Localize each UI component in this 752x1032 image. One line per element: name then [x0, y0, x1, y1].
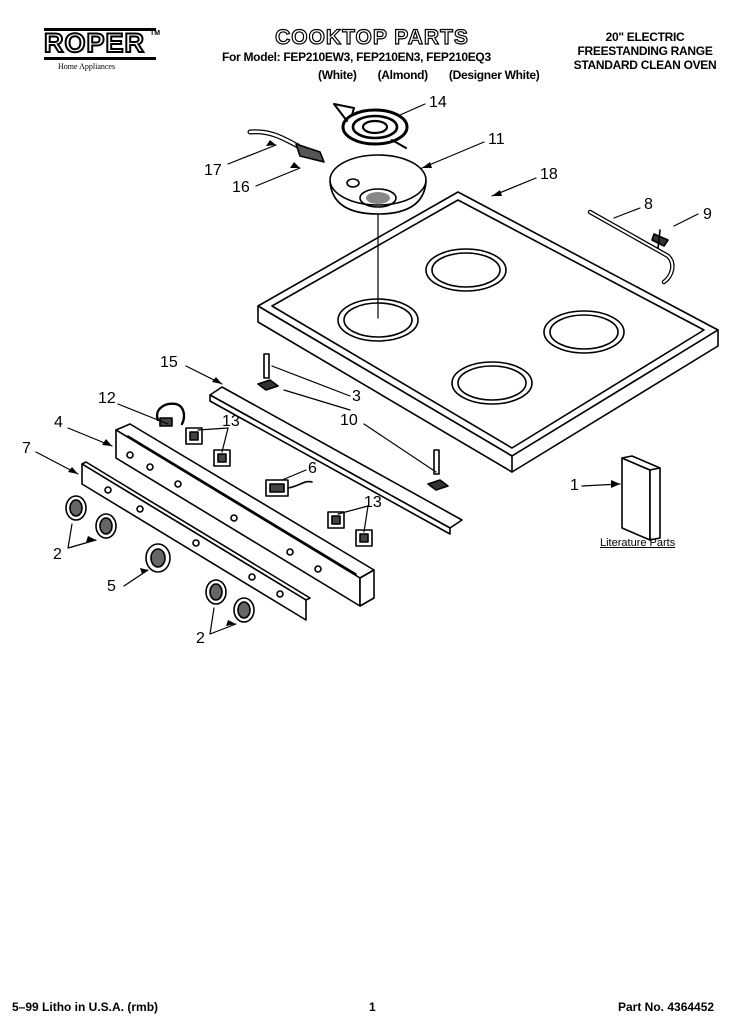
- callout-9: 9: [703, 206, 712, 223]
- logo-tagline: Home Appliances: [58, 62, 116, 71]
- literature-booklet: [621, 455, 661, 541]
- indicator-light: [155, 402, 186, 427]
- color-designer-white: (Designer White): [448, 68, 540, 82]
- callout-5: 5: [107, 578, 116, 595]
- panel-trim: [209, 386, 463, 535]
- model-colors: (White) (Almond) (Designer White): [318, 68, 557, 82]
- control-knob: [205, 579, 227, 605]
- callout-16: 16: [232, 179, 250, 196]
- callout-4: 4: [54, 414, 63, 431]
- mounting-pin: [427, 449, 449, 491]
- selector-switch: [265, 479, 313, 497]
- callout-17: 17: [204, 162, 222, 179]
- color-almond: (Almond): [377, 68, 429, 82]
- spec-line: STANDARD CLEAN OVEN: [573, 58, 717, 72]
- color-white: (White): [318, 68, 357, 82]
- callout-6: 6: [308, 460, 317, 477]
- harness-clip: [651, 229, 669, 249]
- spec-line: 20" ELECTRIC: [605, 30, 685, 44]
- callout-arrowheads: [68, 140, 620, 626]
- callout-13: 13: [222, 413, 240, 430]
- callout-8: 8: [644, 196, 653, 213]
- callout-2b: 2: [196, 630, 205, 647]
- mounting-pin: [257, 353, 279, 391]
- cooktop-panel: [257, 191, 719, 473]
- callout-3: 3: [352, 388, 361, 405]
- callout-7: 7: [22, 440, 31, 457]
- callout-2: 2: [53, 546, 62, 563]
- callout-14: 14: [429, 94, 447, 111]
- logo-rule-top: [44, 28, 156, 31]
- product-spec: 20" ELECTRIC FREESTANDING RANGE STANDARD…: [560, 30, 730, 72]
- drip-bowl: [329, 154, 427, 319]
- terminal-block: [247, 129, 325, 163]
- logo-trademark: TM: [150, 30, 161, 37]
- wire-harness: [587, 209, 675, 285]
- footer-litho: 5–99 Litho in U.S.A. (rmb): [12, 1000, 159, 1014]
- surface-element: [333, 103, 409, 149]
- callout-11: 11: [488, 131, 505, 148]
- control-knob: [233, 597, 255, 623]
- control-knob: [95, 513, 117, 539]
- roper-logo: ROPER TM Home Appliances: [43, 28, 160, 71]
- control-knob: [65, 495, 87, 521]
- footer-page-number: 1: [369, 1000, 376, 1014]
- callout-10: 10: [340, 412, 358, 429]
- spec-line: FREESTANDING RANGE: [577, 44, 713, 58]
- callout-18: 18: [540, 166, 558, 183]
- model-numbers: For Model: FEP210EW3, FEP210EN3, FEP210E…: [222, 50, 491, 64]
- literature-parts-label: Literature Parts: [600, 537, 676, 549]
- logo-rule-bottom: [44, 57, 156, 60]
- callout-12: 12: [98, 390, 116, 407]
- footer-part-number: Part No. 4364452: [618, 1000, 715, 1014]
- backing-panel: [81, 461, 311, 621]
- callout-15: 15: [160, 354, 178, 371]
- callout-1: 1: [570, 477, 579, 494]
- control-panel: [115, 423, 375, 607]
- selector-knob: [145, 543, 171, 573]
- callout-13b: 13: [364, 494, 382, 511]
- logo-brand: ROPER: [43, 28, 146, 58]
- page-title: COOKTOP PARTS: [274, 25, 469, 49]
- callout-leaders: [35, 103, 699, 635]
